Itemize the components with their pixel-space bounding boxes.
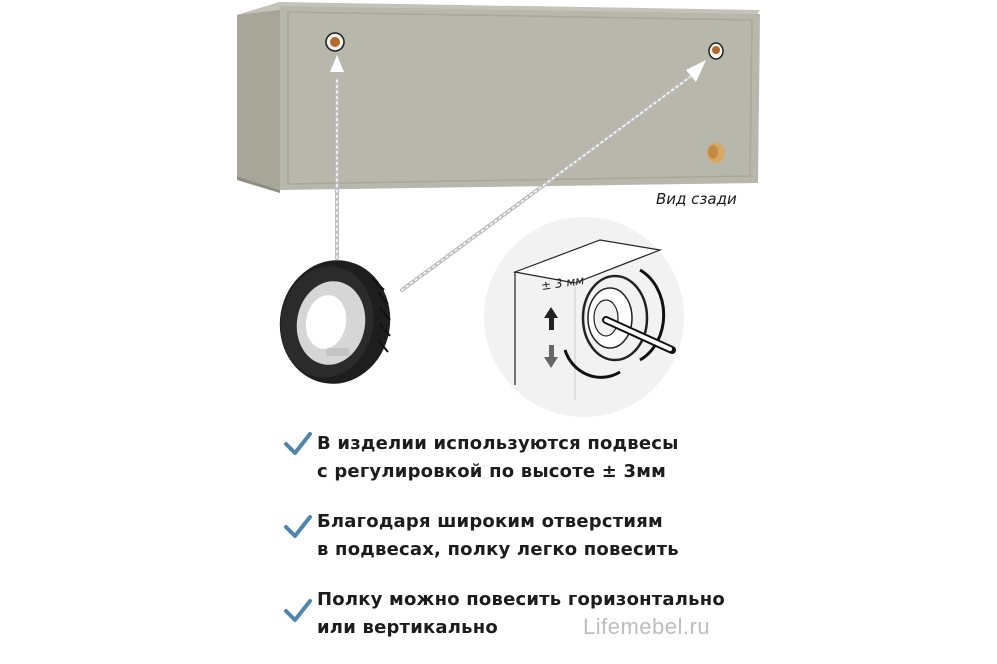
feature-item: В изделии используются подвесы с регулир… [285, 430, 765, 486]
cable-hole-icon [707, 143, 725, 163]
feature-line: в подвесах, полку легко повесить [317, 539, 679, 560]
feature-line: Полку можно повесить горизонтально [317, 589, 725, 610]
feature-line: Благодаря широким отверстиям [317, 511, 663, 532]
arrow-down-icon [544, 345, 558, 368]
feature-line: В изделии используются подвесы [317, 433, 679, 454]
adjustment-diagram [484, 217, 684, 417]
check-icon-3 [284, 599, 312, 622]
feature-item: Полку можно повесить горизонтально или в… [285, 586, 765, 642]
hanger-hole-left-icon [325, 32, 345, 52]
feature-line: с регулировкой по высоте ± 3мм [317, 461, 667, 482]
feature-line: или вертикально [317, 617, 498, 638]
arrow-to-right-hole [400, 60, 706, 292]
cabinet-back-view [237, 2, 760, 193]
check-icon-2 [284, 515, 312, 538]
view-caption: Вид сзади [656, 190, 737, 208]
hanger-hole-right-icon [708, 42, 724, 60]
watermark: Lifemebel.ru [583, 614, 711, 639]
arrow-to-left-hole [330, 55, 344, 260]
feature-item: Благодаря широким отверстиям в подвесах,… [285, 508, 765, 564]
arrow-up-icon [544, 307, 558, 330]
feature-list: В изделии используются подвесы с регулир… [285, 430, 765, 664]
check-icon-1 [284, 432, 312, 455]
hanger-mechanism-icon [279, 260, 391, 384]
